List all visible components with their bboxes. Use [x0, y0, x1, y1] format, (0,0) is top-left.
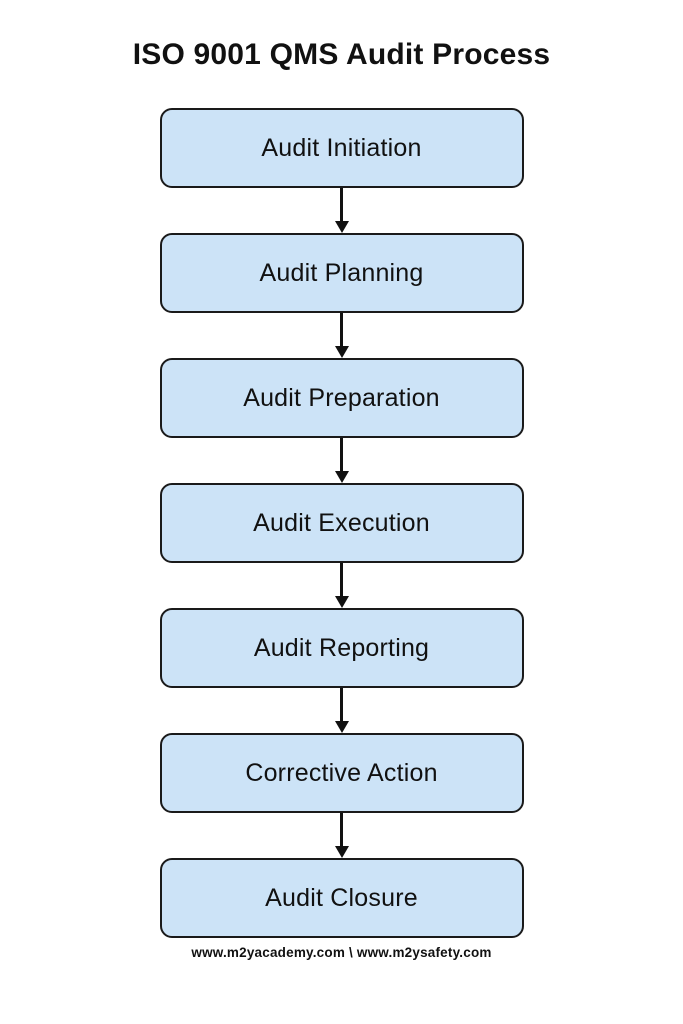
flow-step-box: Audit Preparation — [159, 358, 524, 438]
arrow-shaft — [340, 688, 343, 721]
arrowhead-icon — [334, 346, 349, 358]
arrow-shaft — [340, 813, 343, 846]
flow-step-box: Audit Reporting — [159, 608, 524, 688]
flow-step-box: Audit Execution — [159, 483, 524, 563]
flow-arrow-down-icon — [334, 563, 349, 608]
arrowhead-icon — [334, 846, 349, 858]
arrow-shaft — [340, 563, 343, 596]
footer-urls: www.m2yacademy.com \ www.m2ysafety.com — [191, 945, 492, 960]
flow-arrow-down-icon — [334, 688, 349, 733]
arrowhead-icon — [334, 221, 349, 233]
flow-arrow-down-icon — [334, 313, 349, 358]
flow-step-box: Audit Closure — [159, 858, 524, 938]
flow-step-box: Audit Initiation — [159, 108, 524, 188]
flow-arrow-down-icon — [334, 438, 349, 483]
arrow-shaft — [340, 313, 343, 346]
flow-arrow-down-icon — [334, 813, 349, 858]
flow-arrow-down-icon — [334, 188, 349, 233]
flow-step-box: Audit Planning — [159, 233, 524, 313]
arrow-shaft — [340, 188, 343, 221]
arrowhead-icon — [334, 596, 349, 608]
page-title: ISO 9001 QMS Audit Process — [132, 38, 551, 71]
arrowhead-icon — [334, 721, 349, 733]
flow-step-box: Corrective Action — [159, 733, 524, 813]
arrowhead-icon — [334, 471, 349, 483]
arrow-shaft — [340, 438, 343, 471]
